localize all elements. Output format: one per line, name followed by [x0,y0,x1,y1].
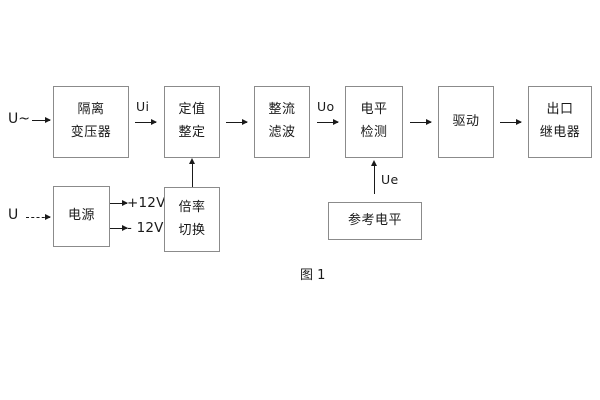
arrow-power-supply-positive-rail [110,199,128,206]
arrow-dc-input-to-power-supply [26,213,51,220]
block-rectify-filter-line2: 滤波 [268,125,296,140]
block-multiplier-switch-line1: 倍率 [178,199,206,215]
signal-label-uo: Uo [317,99,335,114]
block-output-relay-line1: 出口 [546,102,574,118]
block-drive-line1: 驱动 [452,113,480,129]
block-multiplier-switch-line2: 切换 [178,222,206,238]
block-setting-value-line1: 定值 [178,102,206,118]
block-reference-level-line1: 参考电平 [347,212,402,228]
arrow-ac-input-to-isolation-transformer [32,116,51,123]
block-output-relay-line2: 继电器 [539,125,581,140]
block-isolation-transformer-line1: 隔离 [77,102,105,118]
arrow-isolation-transformer-to-setting-value [135,118,157,125]
block-isolation-transformer: 隔离 变压器 [53,86,129,158]
block-setting-value-line2: 整定 [178,125,206,140]
arrow-power-supply-negative-rail [110,224,128,231]
block-setting-value: 定值 整定 [164,86,220,158]
power-rail-label-positive: +12V [127,195,166,211]
arrow-multiplier-switch-to-setting-value [188,158,195,187]
arrow-drive-to-output-relay [500,118,522,125]
ac-input-terminal-label: U~ [8,111,30,127]
block-power-supply-line1: 电源 [67,208,95,224]
power-rail-label-negative: - 12V [127,220,164,236]
arrow-reference-level-to-level-detect [370,160,377,194]
block-drive: 驱动 [438,86,494,158]
arrow-level-detect-to-drive [410,118,432,125]
block-level-detect-line1: 电平 [360,102,388,118]
signal-label-ue: Ue [381,172,399,187]
block-level-detect-line2: 检测 [360,125,388,140]
block-rectify-filter-line1: 整流 [268,102,296,118]
arrow-rectify-filter-to-level-detect [317,118,339,125]
block-level-detect: 电平 检测 [345,86,403,158]
block-multiplier-switch: 倍率 切换 [164,187,220,252]
block-isolation-transformer-line2: 变压器 [70,125,112,140]
signal-label-ui: Ui [136,99,150,114]
block-rectify-filter: 整流 滤波 [254,86,310,158]
block-reference-level: 参考电平 [328,202,422,240]
dc-input-terminal-label: U [8,207,19,223]
block-power-supply: 电源 [53,186,110,247]
arrow-setting-value-to-rectify-filter [226,118,248,125]
block-output-relay: 出口 继电器 [528,86,592,158]
figure-caption: 图 1 [300,268,326,283]
